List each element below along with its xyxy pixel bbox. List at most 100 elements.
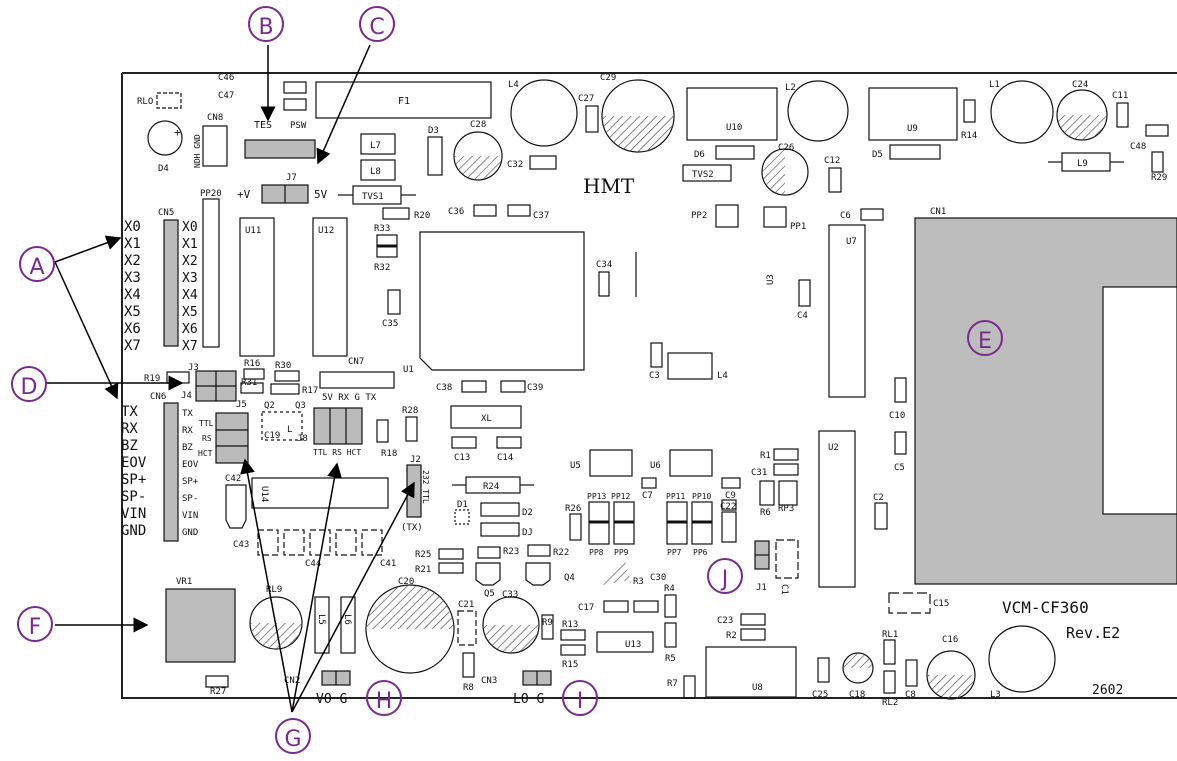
- u2-label: U2: [828, 443, 839, 453]
- c36-label: C36: [448, 207, 464, 217]
- r25-label: R25: [415, 550, 431, 560]
- cn5-outer-0: X0: [124, 219, 141, 235]
- cn3-label: CN3: [481, 676, 497, 686]
- cn6-inner-5: SP-: [182, 494, 198, 504]
- callout-i-text: I: [576, 689, 584, 714]
- d6-label: D6: [694, 150, 705, 160]
- cn6-outer-0: TX: [121, 404, 138, 420]
- r17-label: R17: [302, 386, 318, 396]
- q4-label: Q4: [564, 573, 575, 583]
- r26-label: R26: [565, 504, 581, 514]
- u14-ic: [251, 477, 389, 509]
- rl2-label: RL2: [882, 698, 898, 708]
- c14-label: C14: [497, 453, 513, 463]
- u10-ic: [686, 87, 778, 141]
- cn5-outer-4: X4: [124, 287, 141, 303]
- u11-ic: [239, 217, 275, 357]
- u9-ic: [868, 87, 958, 141]
- r14-label: R14: [961, 131, 977, 141]
- c5-label: C5: [894, 463, 905, 473]
- j5-label: J5: [236, 400, 247, 410]
- l8-inductor: [360, 159, 396, 181]
- c3-label: C3: [649, 371, 660, 381]
- r13-label: R13: [562, 620, 578, 630]
- cn6-inner-labels: TX RX BZ EOV SP+ SP- VIN GND: [182, 409, 199, 538]
- l5-inductor: [314, 596, 330, 654]
- c8-label: C8: [905, 690, 916, 700]
- callout-b-text: B: [258, 15, 274, 40]
- l1-inductor: [990, 80, 1054, 144]
- pp13-label: PP13: [587, 492, 606, 501]
- callout-g: G: [275, 718, 311, 754]
- cn5-inner-labels: X0 X1 X2 X3 X4 X5 X6 X7: [182, 220, 198, 354]
- pp9-label: PP9: [614, 548, 629, 557]
- board-outline: [121, 72, 1177, 699]
- cn5-label: CN5: [158, 208, 174, 218]
- pp11-label: PP11: [666, 492, 685, 501]
- rl1-label: RL1: [882, 630, 898, 640]
- u1-label: U1: [403, 365, 414, 375]
- u1-processor: [419, 231, 585, 371]
- revision-label: Rev.E2: [1066, 624, 1120, 642]
- c16-label: C16: [942, 635, 958, 645]
- cn6-outer-3: EOV: [121, 455, 147, 471]
- c7-label: C7: [642, 491, 653, 501]
- r20-pad: [382, 207, 410, 220]
- u3-label: U3: [766, 274, 776, 285]
- cn6-inner-3: EOV: [182, 460, 199, 470]
- tes-label: TES: [254, 120, 272, 131]
- c30-label: C30: [650, 573, 666, 583]
- cn6-inner-0: TX: [182, 409, 193, 419]
- c35-pad: [387, 289, 401, 315]
- c38-label: C38: [436, 383, 452, 393]
- rs-label: RS: [202, 434, 212, 443]
- c17-label: C17: [578, 603, 594, 613]
- l4-label: L4: [508, 80, 519, 90]
- u5-ic: [589, 449, 633, 477]
- pp12-label: PP12: [611, 492, 630, 501]
- cn6-outer-4: SP+: [121, 472, 146, 488]
- cn1-card-slot-opening: [1102, 286, 1177, 515]
- lo-g-label: LO G: [513, 692, 544, 707]
- c1-label: C1: [779, 584, 789, 595]
- u8-label: U8: [752, 683, 763, 693]
- cn6-inner-4: SP+: [182, 477, 199, 487]
- u7-label: U7: [846, 237, 857, 247]
- cn5-outer-2: X2: [124, 253, 141, 269]
- c21-label: C21: [458, 600, 474, 610]
- cn5-inner-4: X4: [182, 288, 198, 303]
- r1-label: R1: [760, 451, 771, 461]
- pp8-label: PP8: [589, 548, 604, 557]
- l7-inductor: [360, 133, 396, 155]
- ttl-label: TTL: [199, 419, 214, 428]
- l4-inductor: [510, 79, 578, 147]
- l9-label: L9: [1077, 159, 1088, 169]
- r8-label: R8: [463, 683, 474, 693]
- c19-label: C19: [264, 431, 280, 441]
- c46-label: C46: [218, 73, 234, 83]
- cn6-outer-5: SP-: [121, 489, 146, 505]
- r21-label: R21: [415, 565, 431, 575]
- d3-diode: [427, 136, 443, 176]
- u13-ic: [596, 631, 654, 653]
- cn7-label: CN7: [348, 357, 364, 367]
- hct-label: HCT: [198, 449, 213, 458]
- c43-label: C43: [233, 540, 249, 550]
- cn5-inner-2: X2: [182, 254, 198, 269]
- u2-ic: [818, 430, 856, 588]
- cn6-outer-2: BZ: [121, 438, 138, 454]
- cn5-outer-5: X5: [124, 304, 141, 320]
- cn1-label: CN1: [930, 207, 946, 217]
- u13-label: U13: [625, 640, 641, 650]
- u8-ic: [705, 646, 797, 698]
- model-label: VCM-CF360: [1002, 598, 1089, 617]
- c46-pad: [283, 81, 307, 94]
- cn5-inner-6: X6: [182, 322, 198, 337]
- callout-c: C: [359, 6, 395, 42]
- u11-label: U11: [245, 226, 261, 236]
- cn2-label: CN2: [284, 676, 300, 686]
- cn5-outer-1: X1: [124, 236, 141, 252]
- vr1-regulator: [165, 588, 236, 663]
- c42-label: C42: [225, 474, 241, 484]
- d5-label: D5: [872, 150, 883, 160]
